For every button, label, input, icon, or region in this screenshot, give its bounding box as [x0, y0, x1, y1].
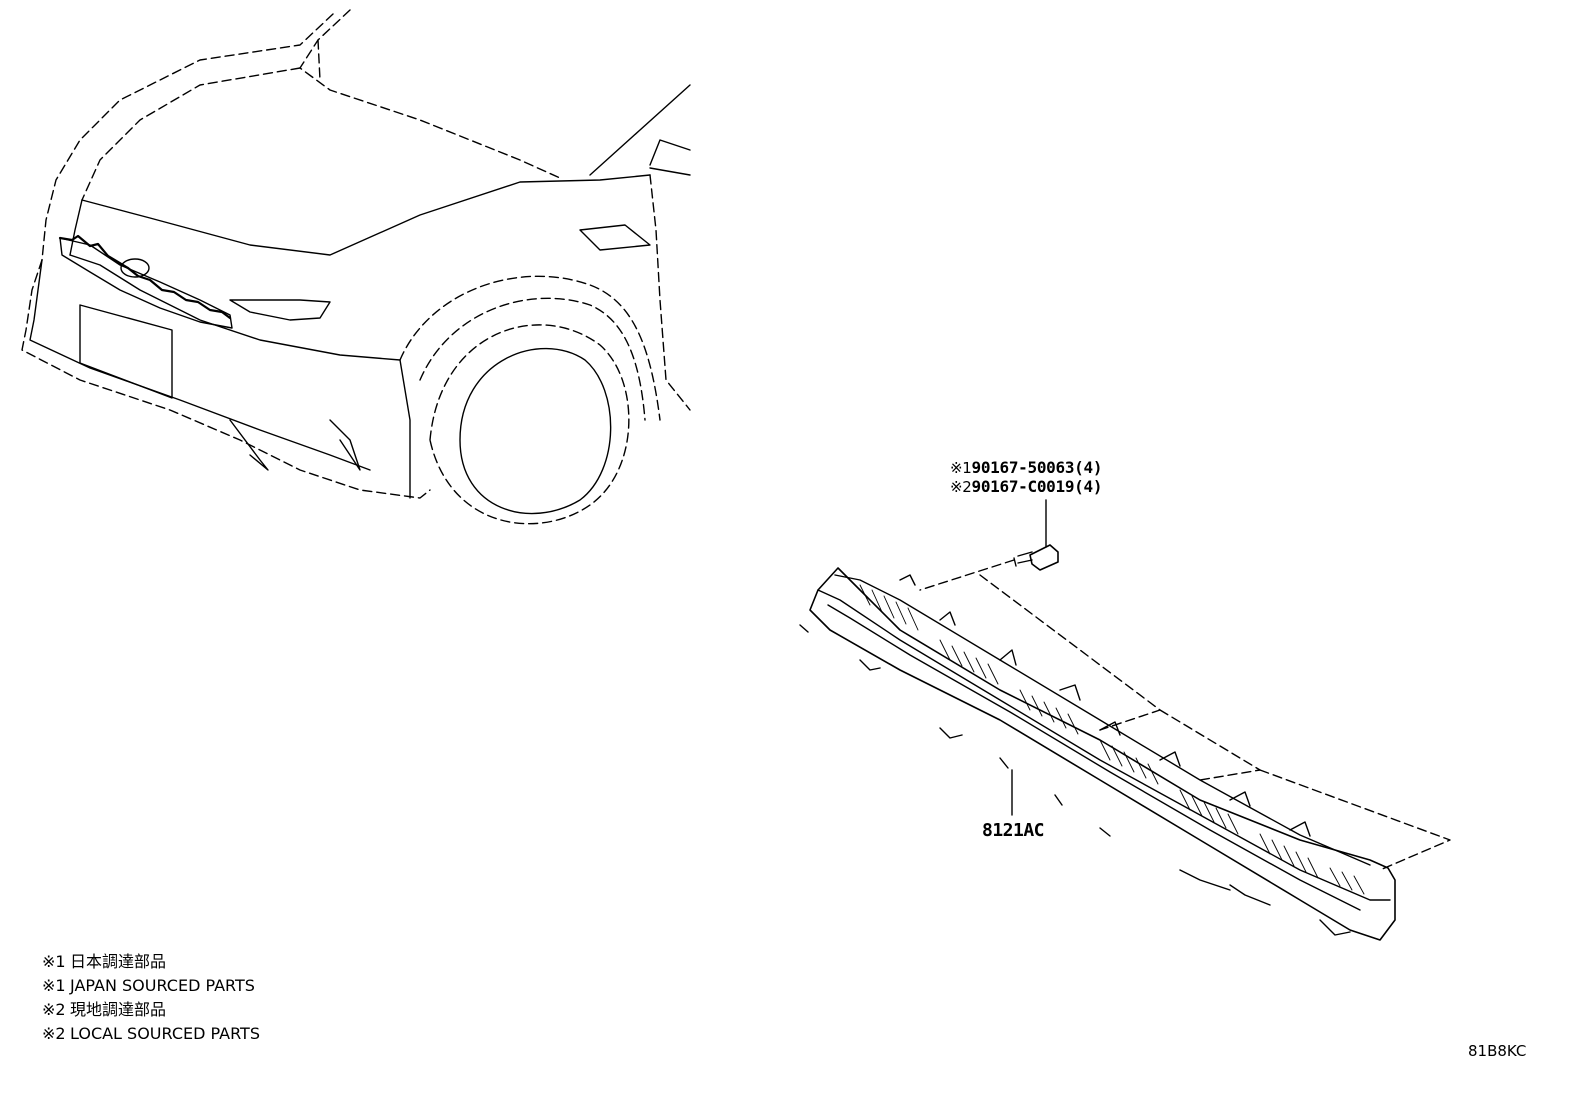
upper-grille	[59, 237, 233, 329]
a-pillar	[589, 84, 691, 176]
emblem	[120, 258, 150, 278]
bolt-callout-1: ※190167-50063(4)	[950, 458, 1102, 478]
car-front-illustration	[21, 9, 691, 525]
legend-text: 現地調達部品	[70, 1000, 167, 1019]
hood-front-edge	[81, 174, 651, 256]
figure-id: 81B8KC	[1468, 1042, 1527, 1060]
grille-mesh	[859, 584, 1365, 895]
front-bumper	[21, 259, 431, 499]
legend-text: 日本調達部品	[70, 952, 167, 971]
callout-part-1: 90167-50063(4)	[971, 458, 1103, 477]
callout-part-2: 90167-C0019(4)	[971, 477, 1103, 496]
hood-crease	[299, 9, 561, 179]
legend-text: JAPAN SOURCED PARTS	[70, 976, 255, 995]
legend-mark: ※2	[42, 1024, 66, 1043]
legend-text: LOCAL SOURCED PARTS	[70, 1024, 260, 1043]
grille-part-label: 8121AC	[982, 820, 1045, 841]
bolt-callout-2: ※290167-C0019(4)	[950, 477, 1102, 497]
headlight	[229, 299, 331, 321]
bolt-icon	[1013, 544, 1059, 571]
callout-mark-1: ※1	[950, 459, 972, 477]
legend-mark: ※1	[42, 952, 66, 971]
wheel-arch	[399, 275, 661, 421]
license-plate	[79, 304, 173, 399]
front-wheel	[429, 324, 630, 525]
legend-mark: ※1	[42, 976, 66, 995]
legend-mark: ※2	[42, 1000, 66, 1019]
grille-assembly	[799, 499, 1451, 941]
front-fender	[649, 174, 691, 411]
callout-mark-2: ※2	[950, 478, 972, 496]
hood-outline	[41, 13, 334, 261]
